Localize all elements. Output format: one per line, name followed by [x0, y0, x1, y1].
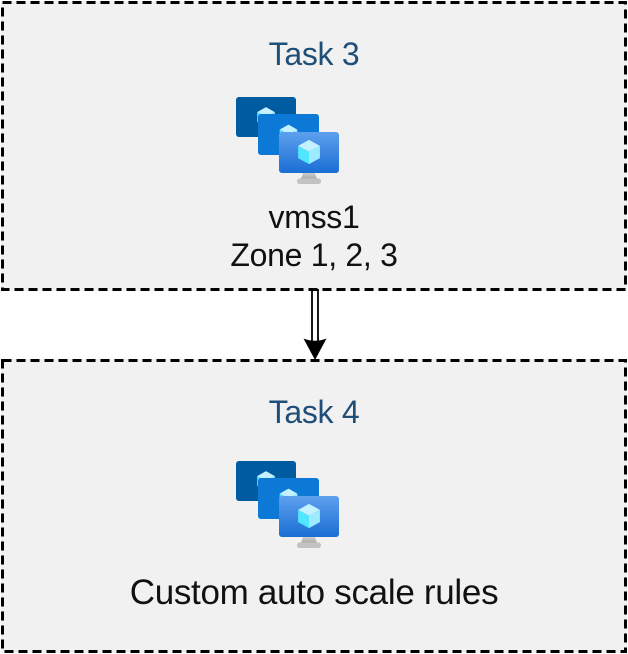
task4-caption-label: Custom auto scale rules: [129, 573, 499, 612]
arrow-head: [303, 338, 327, 360]
task3-title: Task 3: [268, 36, 360, 72]
vm-scale-sets-icon: [236, 97, 340, 185]
vm-scale-sets-icon: [236, 461, 340, 549]
down-arrow: [303, 289, 327, 360]
task4-title: Task 4: [268, 394, 360, 430]
task3-box: Task 3 vmss1 Zone 1, 2, 3: [1, 1, 627, 291]
task3-labels: vmss1 Zone 1, 2, 3: [230, 198, 397, 274]
task4-box: Task 4 Custom auto scale rules: [1, 359, 627, 653]
vmss-zones-label: Zone 1, 2, 3: [230, 237, 398, 273]
vmss-name-label: vmss1: [268, 199, 360, 235]
